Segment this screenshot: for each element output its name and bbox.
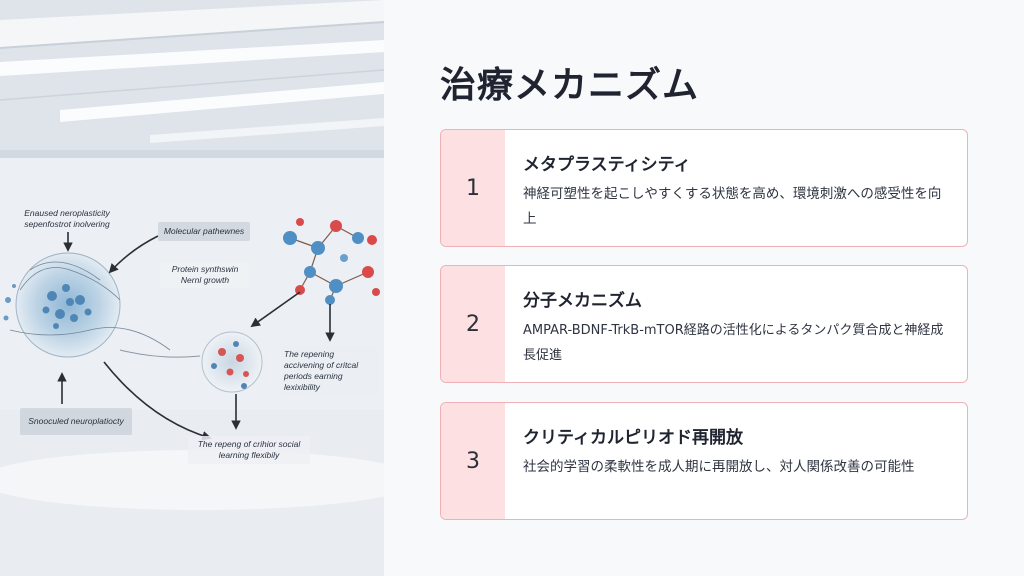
card-title: メタプラスティシティ bbox=[523, 155, 691, 175]
label-neuroplasticity: Snooculed neuroplatiocty bbox=[20, 408, 132, 435]
card-number: 2 bbox=[441, 266, 505, 382]
card-number: 1 bbox=[441, 130, 505, 246]
illustration-panel: Enaused neroplasticity sepenfostrot inol… bbox=[0, 0, 384, 576]
mechanism-card-2: 2 分子メカニズム AMPAR-BDNF-TrkB-mTOR経路の活性化によるタ… bbox=[440, 265, 968, 383]
page-title: 治療メカニズム bbox=[440, 65, 700, 106]
lab-scene-illustration bbox=[0, 0, 384, 576]
label-critical-period-reopening: The repening accivening of critcal perio… bbox=[282, 346, 378, 396]
mechanism-card-3: 3 クリティカルピリオド再開放 社会的学習の柔軟性を成人期に再開放し、対人関係改… bbox=[440, 402, 968, 520]
label-social-learning: The repeng of crihior social learning fl… bbox=[188, 436, 310, 464]
mechanism-card-1: 1 メタプラスティシティ 神経可塑性を起こしやすくする状態を高め、環境刺激への感… bbox=[440, 129, 968, 247]
label-protein-synthesis: Protein synthswin Nernl growth bbox=[160, 262, 250, 288]
card-number: 3 bbox=[441, 403, 505, 519]
card-description: AMPAR-BDNF-TrkB-mTOR経路の活性化によるタンパク質合成と神経成… bbox=[523, 323, 944, 363]
card-description: 社会的学習の柔軟性を成人期に再開放し、対人関係改善の可能性 bbox=[523, 459, 915, 475]
content-panel: 治療メカニズム 1 メタプラスティシティ 神経可塑性を起こしやすくする状態を高め… bbox=[384, 0, 1024, 576]
card-description: 神経可塑性を起こしやすくする状態を高め、環境刺激への感受性を向上 bbox=[523, 186, 942, 227]
card-title: クリティカルピリオド再開放 bbox=[523, 428, 743, 448]
label-enhanced-neuroplasticity: Enaused neroplasticity sepenfostrot inol… bbox=[24, 208, 110, 229]
card-title: 分子メカニズム bbox=[523, 291, 642, 311]
label-molecular-pathways: Molecular pathewnes bbox=[158, 222, 250, 241]
